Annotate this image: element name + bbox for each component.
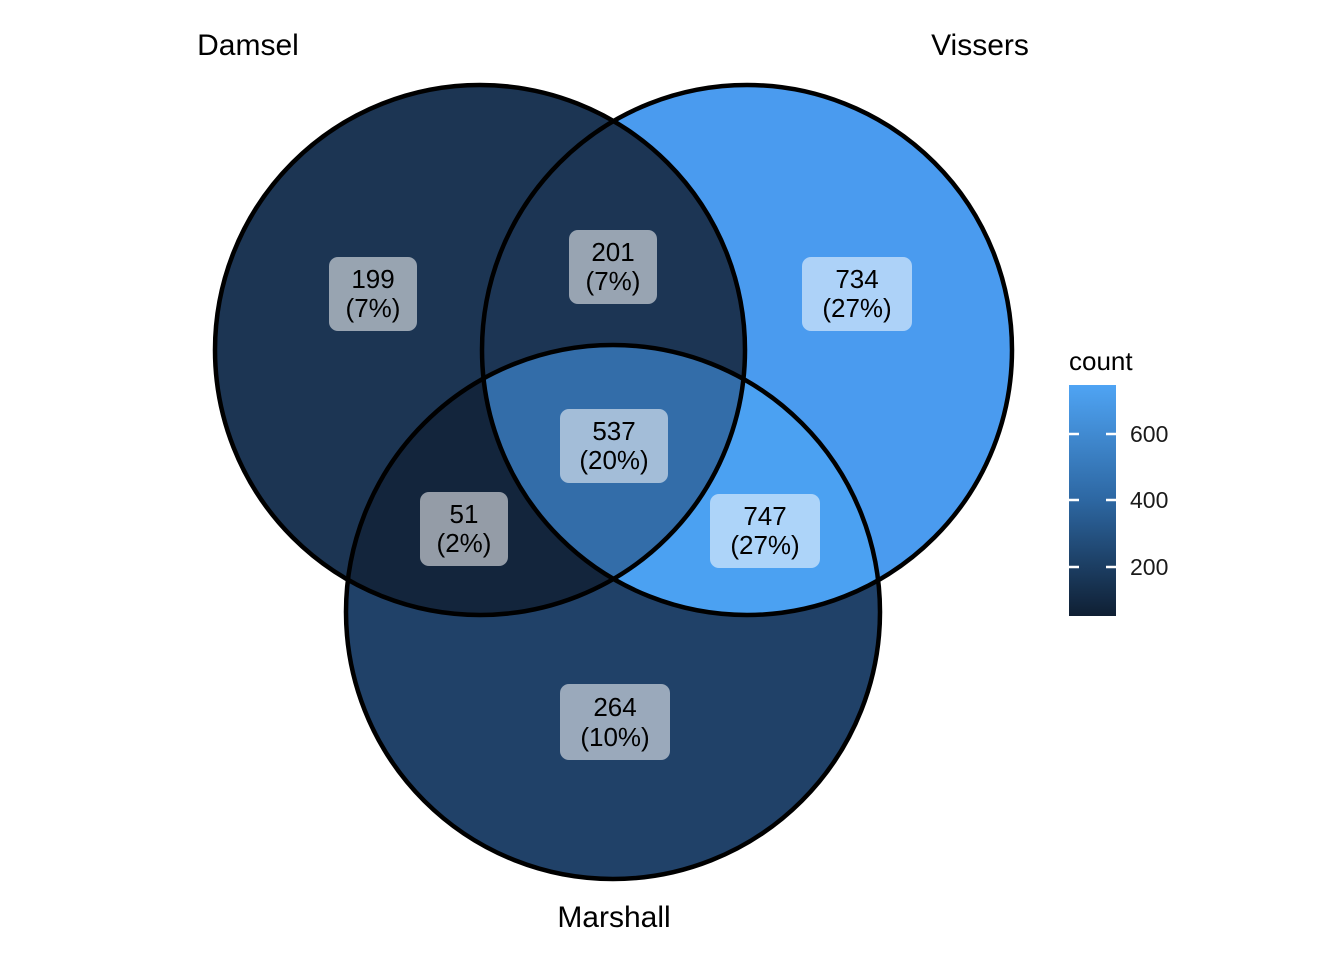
legend: count 600 400 200: [1069, 346, 1168, 616]
label-background: [560, 684, 670, 760]
region-count: 264: [593, 692, 636, 722]
damsel-circle-outline: [212, 82, 748, 618]
region-count: 199: [351, 264, 394, 294]
label-background: [802, 257, 912, 331]
label-background: [560, 409, 668, 483]
set-label-vissers: Vissers: [931, 29, 1029, 62]
region-label-vissers-marshall: 747 (27%): [710, 494, 820, 568]
legend-title: count: [1069, 346, 1133, 376]
label-background: [569, 230, 657, 304]
vissers-circle-outline: [479, 82, 1015, 618]
region-percent: (7%): [346, 293, 401, 323]
region-label-vissers-only: 734 (27%): [802, 257, 912, 331]
region-percent: (27%): [822, 293, 891, 323]
legend-tick-label-600: 600: [1130, 421, 1168, 447]
region-count: 51: [450, 499, 479, 529]
region-percent: (7%): [586, 266, 641, 296]
legend-tick-label-200: 200: [1130, 554, 1168, 580]
marshall-circle-outline: [343, 342, 883, 882]
region-count: 537: [592, 416, 635, 446]
legend-tick-label-400: 400: [1130, 487, 1168, 513]
set-label-marshall: Marshall: [557, 901, 670, 934]
region-label-marshall-only: 264 (10%): [560, 684, 670, 760]
label-background: [329, 257, 417, 331]
region-label-damsel-vissers: 201 (7%): [569, 230, 657, 304]
region-percent: (10%): [580, 722, 649, 752]
region-label-center: 537 (20%): [560, 409, 668, 483]
region-count: 734: [835, 264, 878, 294]
region-label-damsel-only: 199 (7%): [329, 257, 417, 331]
region-percent: (2%): [437, 528, 492, 558]
region-count: 201: [591, 237, 634, 267]
set-label-damsel: Damsel: [197, 29, 299, 62]
label-background: [710, 494, 820, 568]
label-background: [420, 492, 508, 566]
region-label-damsel-marshall: 51 (2%): [420, 492, 508, 566]
region-percent: (27%): [730, 530, 799, 560]
region-percent: (20%): [579, 445, 648, 475]
region-count: 747: [743, 501, 786, 531]
